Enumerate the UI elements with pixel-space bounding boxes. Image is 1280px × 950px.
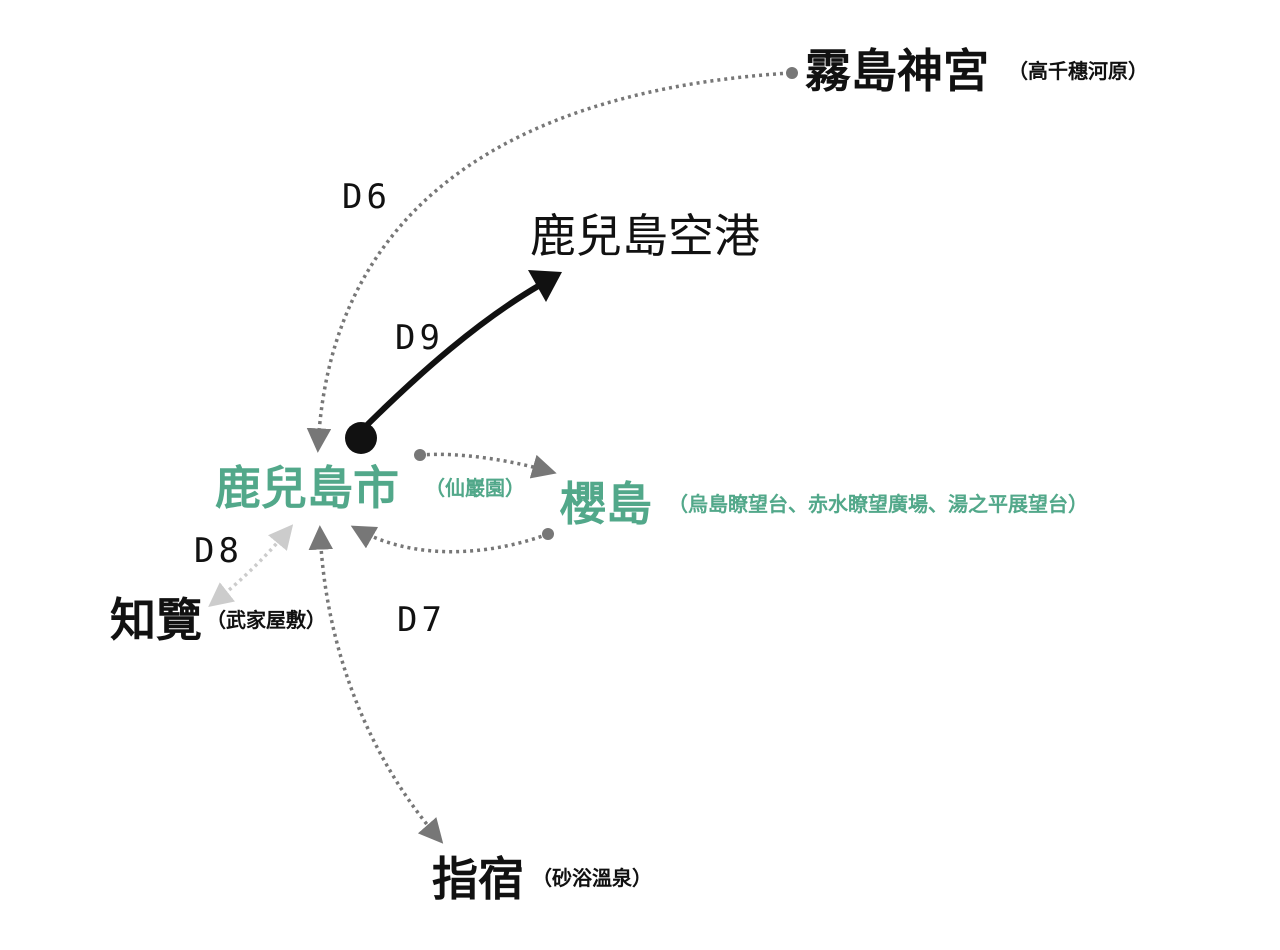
kirishima-start-dot xyxy=(786,67,798,79)
route-sakurajima-to-kagoshima xyxy=(350,525,549,554)
return-start-dot xyxy=(542,528,554,540)
kagoshima-note: （仙巖園） xyxy=(425,476,525,500)
ibusuki-note: （砂浴溫泉） xyxy=(532,866,652,890)
ibusuki-label: 指宿 xyxy=(432,852,524,906)
day-label-d9: D9 xyxy=(395,318,444,358)
sakurajima-note: （烏島瞭望台、赤水瞭望廣場、湯之平展望台） xyxy=(668,492,1088,516)
kirishima-name: 霧島神宮 xyxy=(805,44,989,98)
route-d8-kagoshima-chiran xyxy=(208,524,294,608)
kagoshima-label: 鹿兒島市 xyxy=(215,461,399,515)
chiran-note: （武家屋敷） xyxy=(206,608,326,632)
airport-label: 鹿兒島空港 xyxy=(530,209,760,263)
day-label-d6: D6 xyxy=(342,177,391,217)
chiran-label: 知覽 xyxy=(110,593,202,647)
route-d9-arrowhead xyxy=(528,270,562,302)
kirishima-note: （高千穗河原） xyxy=(1008,59,1148,83)
ferry-start-dot xyxy=(414,449,426,461)
route-d9-kagoshima-to-airport xyxy=(357,282,543,435)
kirishima-label: 霧島神宮 xyxy=(805,48,989,94)
day-label-d7: D7 xyxy=(397,600,446,640)
sakurajima-label: 櫻島 xyxy=(560,477,652,531)
route-d6-kirishima-to-kagoshima xyxy=(306,71,791,453)
route-d7-kagoshima-ibusuki xyxy=(308,525,444,844)
route-kagoshima-to-sakurajima xyxy=(419,452,557,479)
kagoshima-start-dot xyxy=(345,422,377,454)
day-label-d8: D8 xyxy=(194,531,243,571)
